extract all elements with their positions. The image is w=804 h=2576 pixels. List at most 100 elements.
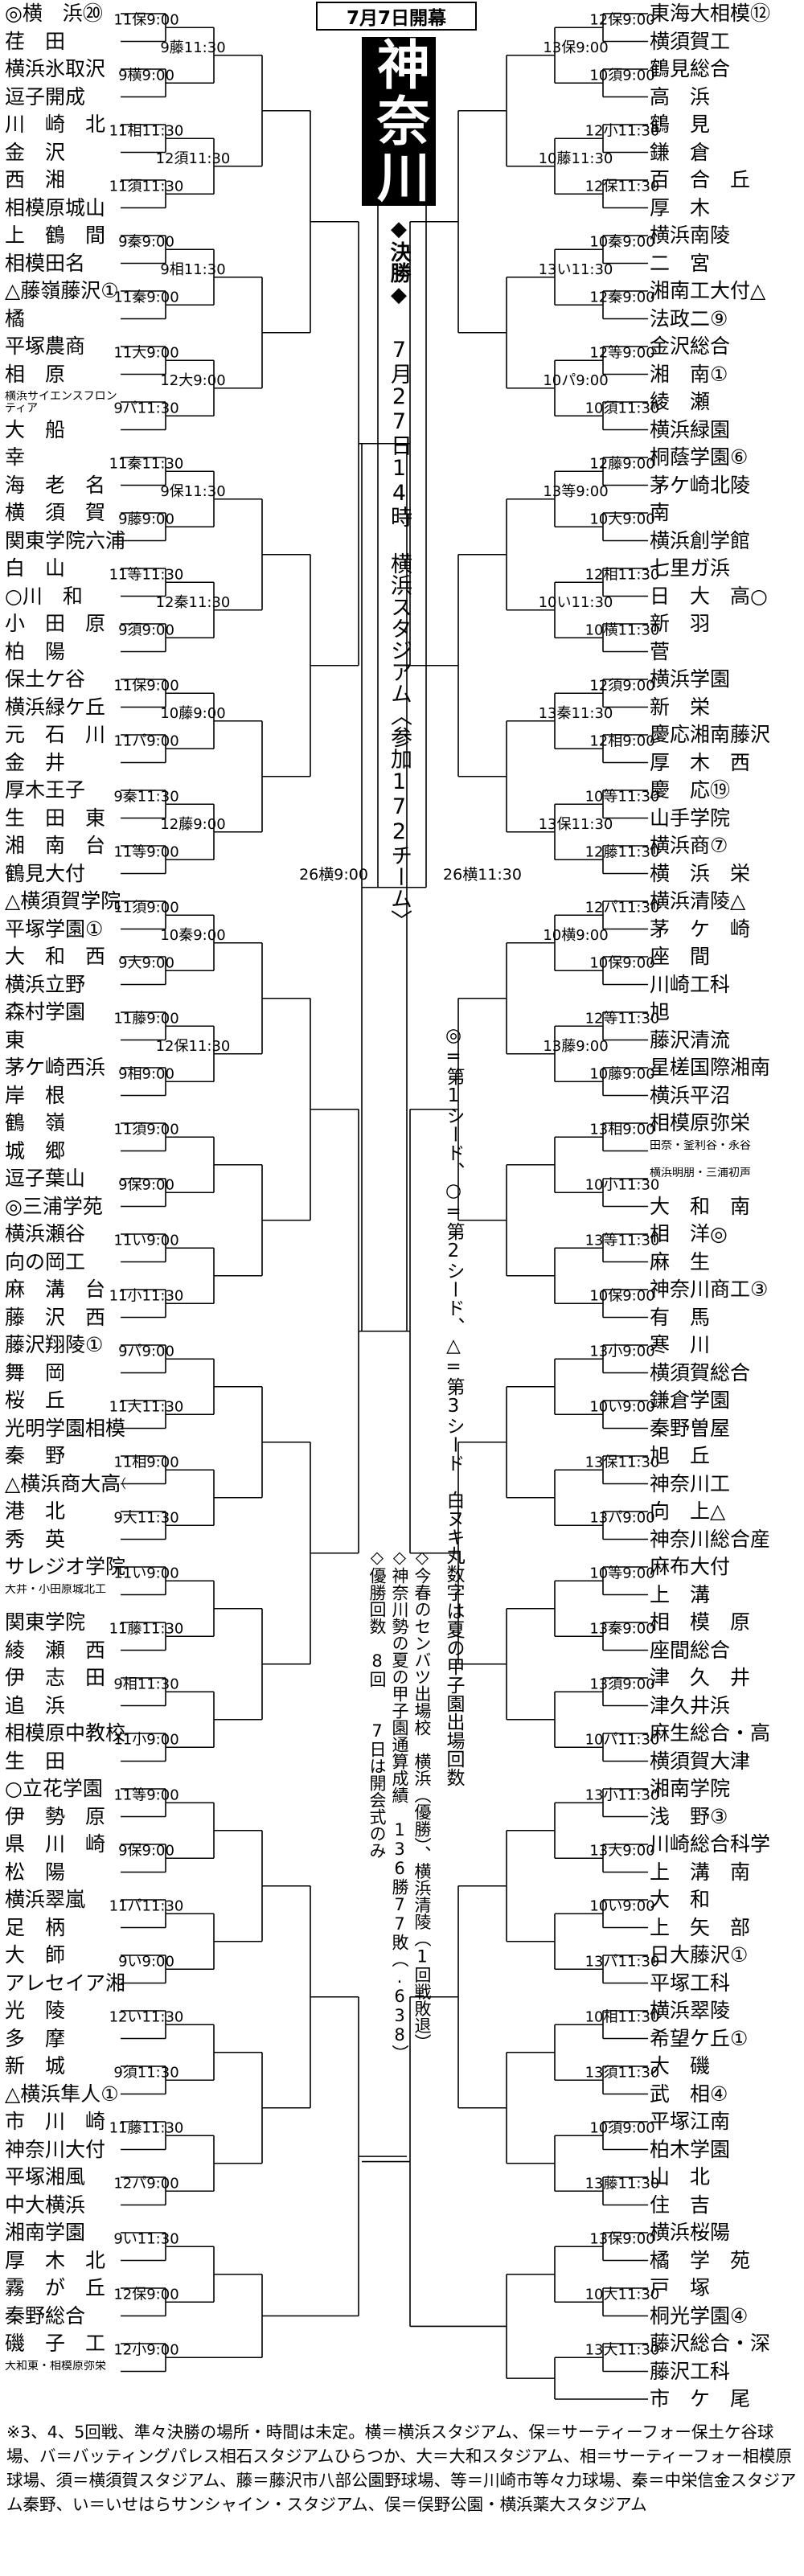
right-team-28: 慶 応⑲ (650, 779, 731, 802)
left-team-36: 森村学園 (5, 1001, 86, 1023)
right-team-32: 横浜清陵△ (650, 890, 746, 913)
page-title: 神奈川 (362, 37, 436, 206)
match-label-66: 12相9:00 (589, 732, 654, 749)
note-record: ◇神奈川勢の夏の甲子園通算成績 136勝77敗（.638） (390, 1548, 409, 2061)
left-team-60: 伊 志 田 (5, 1667, 106, 1689)
right-team-31: 横 浜 栄 (650, 862, 751, 885)
right-team-84: 藤沢総合・深沢 (650, 2332, 770, 2355)
match-label-99: 10パ9:00 (543, 372, 608, 389)
match-label-104: 10横9:00 (543, 927, 608, 944)
right-team-67: 上 溝 南 (650, 1860, 751, 1884)
right-team-77: 柏木学園 (650, 2138, 731, 2161)
match-label-97: 10藤11:30 (539, 150, 613, 167)
left-team-66: 県 川 崎 (5, 1833, 106, 1856)
left-team-84: 磯 子 工 (5, 2332, 106, 2355)
right-team-10: 湘南工大付△ (650, 280, 766, 302)
match-label-100: 13等9:00 (543, 483, 608, 500)
left-team-47: 藤 沢 西 (5, 1306, 106, 1329)
left-team-71: アレセイア湘南 (5, 1971, 125, 1995)
left-team-63: 生 田 (5, 1749, 66, 1773)
right-team-29: 山手学院 (650, 806, 731, 830)
left-team-51: 光明学園相模原 (5, 1417, 125, 1440)
right-team-39: 横浜平沼 (650, 1084, 731, 1107)
note-senbatsu: ◇今春のセンバツ出場校 横浜（優勝）、横浜清陵（1回戦敗退） (412, 1548, 432, 2051)
right-team-51: 秦野曽屋 (650, 1417, 731, 1440)
right-team-26: 慶応湘南藤沢 (650, 724, 770, 746)
left-team-85: 大和東・相模原弥栄 (5, 2360, 106, 2373)
right-team-74: 大 磯 (650, 2055, 711, 2078)
match-label-20: 11須9:00 (113, 1121, 178, 1138)
venue-footnote: ※3、4、5回戦、準々決勝の場所・時間は未定。横＝横浜スタジアム、保＝サーティー… (6, 2422, 797, 2514)
match-label-53: 12保9:00 (589, 11, 654, 28)
match-label-23: 11小11:30 (109, 1287, 184, 1304)
right-team-12: 金沢総合 (650, 335, 731, 358)
right-team-17: 茅ケ崎北陵 (650, 474, 751, 497)
left-team-2: 横浜氷取沢 (5, 58, 106, 80)
left-team-40: 鶴 嶺 (5, 1112, 66, 1134)
left-team-14: 横浜サイエンスフロンティア (5, 391, 117, 415)
match-label-5: 11秦9:00 (113, 289, 178, 306)
left-team-67: 松 陽 (5, 1860, 66, 1884)
left-team-1: 荏 田 (5, 30, 66, 53)
left-team-73: 多 摩 (5, 2027, 66, 2050)
right-team-48: 寒 川 (650, 1334, 711, 1356)
right-team-24: 横浜学園 (650, 668, 731, 691)
left-team-27: 金 井 (5, 751, 66, 774)
match-label-94: 10大11:30 (585, 2286, 660, 2303)
left-team-43: ◎三浦学苑 (5, 1195, 103, 1218)
right-team-22: 新 羽 (650, 613, 711, 635)
left-team-24: 保土ケ谷 (5, 668, 86, 691)
note-titles: ◇優勝回数 8回 7日は開会式のみ (367, 1548, 387, 1859)
right-team-64: 湘南学院 (650, 1778, 731, 1800)
match-label-41: 12保9:00 (113, 2286, 178, 2303)
left-team-19: 関東学院六浦 (5, 529, 125, 552)
final-detail: 7月27日14時 横浜スタジアム〈参加172チーム〉 (387, 338, 412, 931)
header-opening-box: 7月7日開幕 (316, 2, 477, 31)
match-label-56: 12保11:30 (585, 178, 660, 195)
match-label-42: 12小9:00 (113, 2341, 178, 2358)
left-team-13: 相 原 (5, 363, 66, 386)
right-team-11: 法政二⑨ (650, 307, 728, 330)
match-label-67: 10等11:30 (585, 788, 660, 805)
left-team-49: 舞 岡 (5, 1361, 66, 1384)
left-team-23: 柏 陽 (5, 640, 66, 663)
right-team-21: 日 大 高○ (650, 585, 768, 608)
match-label-34: 11パ11:30 (109, 1897, 184, 1914)
right-team-20: 七里ガ浜 (650, 557, 731, 580)
left-team-45: 向の岡工 (5, 1250, 86, 1274)
match-label-55: 12小11:30 (585, 122, 660, 139)
match-label-9: 9藤9:00 (118, 511, 174, 527)
match-label-7: 9パ11:30 (113, 400, 178, 416)
match-label-32: 11等9:00 (113, 1786, 178, 1803)
match-label-17: 9大9:00 (118, 954, 174, 971)
match-label-61: 12藤9:00 (589, 455, 654, 472)
right-team-5: 鎌 倉 (650, 141, 711, 164)
right-team-45: 麻 生 (650, 1250, 711, 1274)
notes-block: ◇今春のセンバツ出場校 横浜（優勝）、横浜清陵（1回戦敗退） ◇神奈川勢の夏の甲… (366, 1548, 433, 2175)
match-label-83: 13須9:00 (589, 1676, 654, 1692)
left-team-5: 金 沢 (5, 141, 66, 164)
match-label-27: 9大11:30 (113, 1509, 178, 1526)
left-team-30: 湘 南 台 (5, 835, 106, 857)
left-team-31: 鶴見大付 (5, 862, 86, 885)
right-team-46: 神奈川商工③ (650, 1278, 769, 1301)
right-team-54: 向 上△ (650, 1500, 726, 1523)
match-label-64: 10横11:30 (585, 621, 660, 638)
left-team-65: 伊 勢 原 (5, 1805, 106, 1828)
match-label-8: 11秦11:30 (109, 455, 184, 472)
left-team-33: 平塚学園① (5, 917, 104, 941)
left-team-44: 横浜瀬谷 (5, 1223, 86, 1245)
right-team-61: 津久井浜 (650, 1694, 731, 1717)
left-team-21: ○川 和 (5, 585, 83, 608)
match-label-25: 11大11:30 (109, 1398, 184, 1415)
round-label-107: 26横11:30 (443, 866, 522, 884)
left-team-80: 湘南学園 (5, 2221, 86, 2244)
match-label-11: 9須9:00 (118, 621, 174, 638)
left-team-9: 相模田名 (5, 252, 86, 275)
final-heading: ◆決勝◆ (387, 217, 411, 307)
right-team-70: 日大藤沢① (650, 1944, 749, 1967)
right-team-82: 戸 塚 (650, 2277, 711, 2299)
match-label-75: 13等11:30 (585, 1232, 660, 1249)
right-team-6: 百 合 丘 (650, 169, 751, 191)
